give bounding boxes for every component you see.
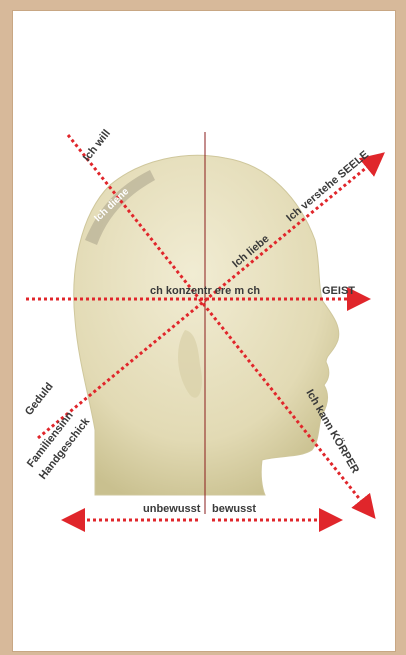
label-bewusst: bewusst [212,503,256,515]
label-geist: GEIST [322,285,355,297]
label-geduld: Geduld [23,381,56,418]
label-ich-verstehe-seele: Ich verstehe SEELE [284,149,371,225]
label-ich-konzentriere: ch konzentr ere m ch [150,285,260,297]
label-ich-will: Ich will [81,128,113,164]
label-unbewusst: unbewusst [143,503,201,515]
